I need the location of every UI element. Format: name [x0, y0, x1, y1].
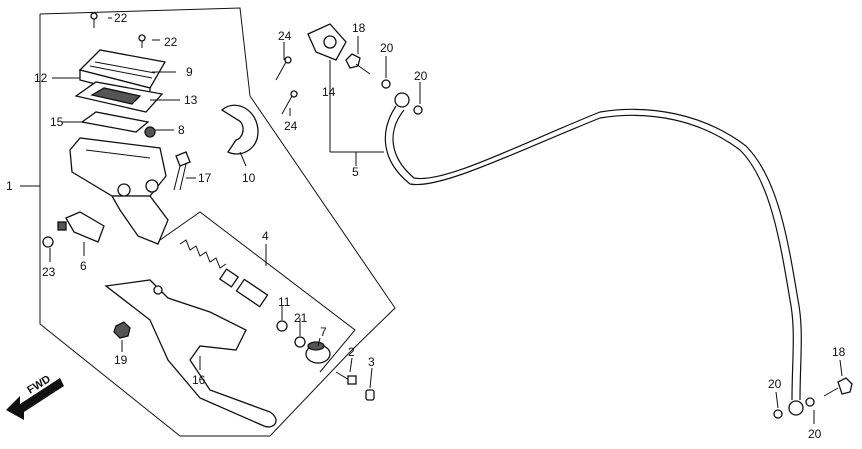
washer-20-a: [381, 79, 391, 89]
master-cylinder-body: [69, 137, 169, 245]
banjo-bolt-18-top: [345, 53, 371, 75]
callout-2: 2: [348, 345, 355, 359]
callout-12: 12: [34, 71, 48, 85]
callout-18-lower: 18: [832, 345, 846, 359]
washer-20-d: [805, 397, 815, 407]
callout-6: 6: [80, 259, 87, 273]
brake-hose: [384, 92, 804, 416]
brake-switch: [57, 211, 105, 243]
assembly-frame: [39, 7, 396, 437]
callout-15: 15: [50, 115, 64, 129]
kit-frame: [159, 211, 356, 373]
callout-10: 10: [242, 171, 256, 185]
leader-lines: [20, 17, 843, 424]
callout-8: 8: [178, 123, 185, 137]
cap-3: [365, 389, 375, 401]
callout-21: 21: [294, 311, 308, 325]
pivot-bolt: [335, 371, 357, 385]
bolt-17: [173, 151, 191, 191]
banjo-fitting-14: [307, 23, 347, 61]
callout-20-c: 20: [768, 377, 782, 391]
callout-4: 4: [262, 229, 269, 243]
callout-13: 13: [184, 93, 198, 107]
washer-20-c: [773, 409, 783, 419]
callout-1: 1: [6, 179, 13, 193]
callout-5: 5: [352, 165, 359, 179]
clip-8: [144, 126, 156, 138]
callout-22-b: 22: [164, 35, 178, 49]
screw-22-top: [90, 12, 98, 28]
diaphragm-plate: [74, 81, 164, 113]
callout-11: 11: [278, 295, 291, 309]
holder-10: [220, 104, 259, 155]
nut-19: [113, 321, 131, 339]
callout-16: 16: [192, 373, 206, 387]
callout-14: 14: [322, 85, 336, 99]
boot-7: [305, 341, 331, 364]
washer-20-b: [413, 105, 423, 115]
banjo-bolt-18-lower: [823, 377, 853, 397]
forward-arrow-icon: [6, 378, 64, 420]
callout-3: 3: [368, 355, 375, 369]
callout-24-b: 24: [284, 119, 298, 133]
callout-22-a: 22: [114, 11, 128, 25]
callout-19: 19: [114, 353, 128, 367]
callout-20-a: 20: [380, 41, 394, 55]
callout-18-top: 18: [352, 21, 366, 35]
screw-23: [42, 236, 54, 248]
diaphragm: [80, 111, 150, 133]
brake-lever: [104, 279, 277, 428]
bolt-24-b: [281, 90, 298, 115]
callout-7: 7: [320, 325, 327, 339]
callout-24-a: 24: [278, 29, 292, 43]
piston-kit: [179, 239, 306, 348]
callout-23: 23: [42, 265, 56, 279]
callout-9: 9: [186, 65, 193, 79]
bolt-24-a: [275, 56, 292, 81]
callout-20-d: 20: [808, 427, 822, 441]
callout-17: 17: [198, 171, 212, 185]
screw-22-second: [138, 34, 146, 48]
callout-20-b: 20: [414, 69, 428, 83]
